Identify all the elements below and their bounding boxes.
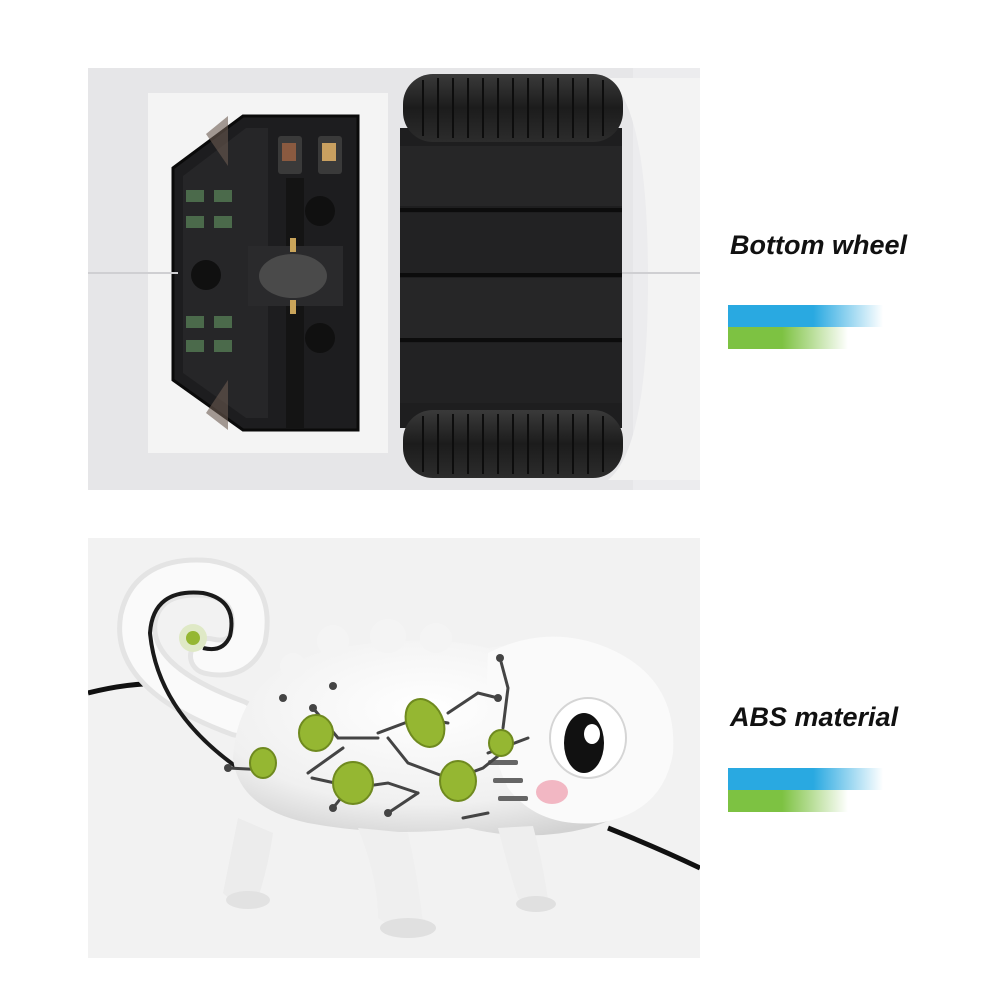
cheek [536, 780, 568, 804]
caption-abs-material: ABS material [730, 702, 899, 732]
caption-bottom-wheel: Bottom wheel [730, 230, 908, 260]
bottom-wheel-photo [88, 68, 700, 490]
chameleon-toy-photo [88, 538, 700, 958]
color-streak-decoration [728, 305, 888, 351]
color-streak-decoration [728, 768, 888, 814]
